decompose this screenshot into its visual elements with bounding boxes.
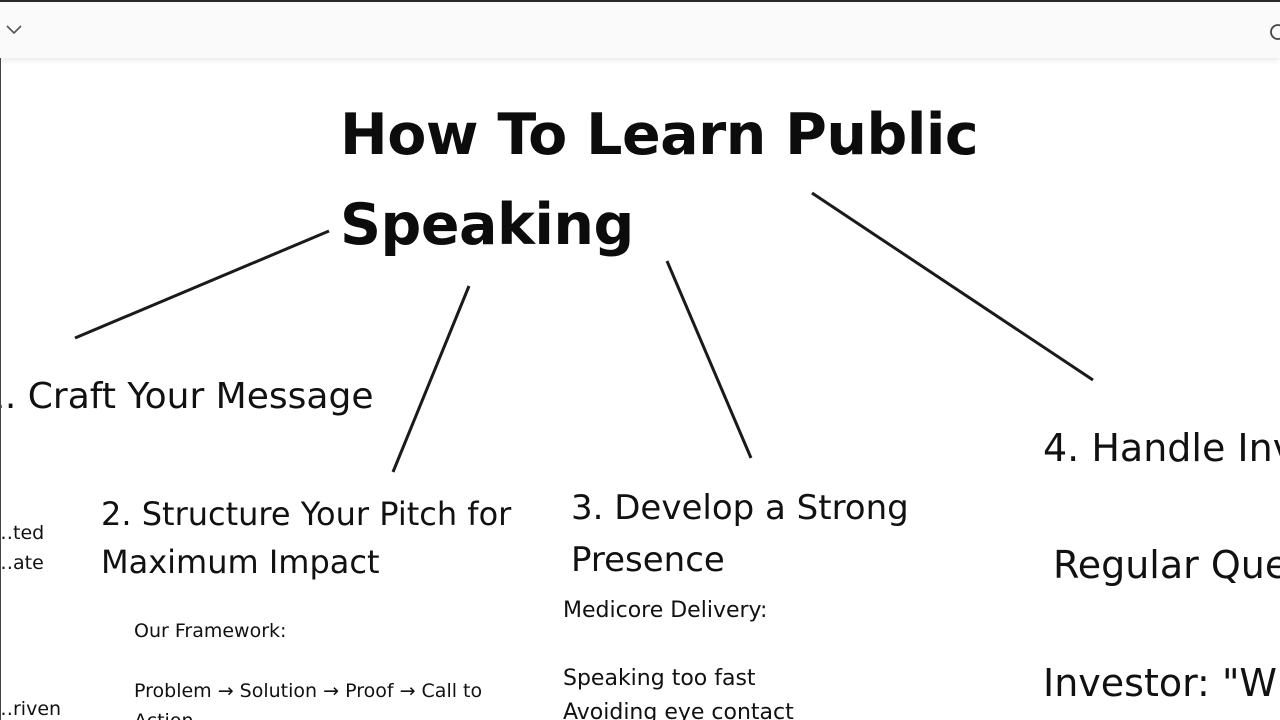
branch-1-notes-bottom: …riven [0,698,62,720]
branch-4-quote: Investor: "W [1043,661,1277,705]
branch-4-heading[interactable]: 4. Handle Investor Questions [1043,426,1280,470]
branch-1-notes-top: …ted …ate [0,522,45,574]
branch-3-heading[interactable]: 3. Develop a Strong Presence [571,488,909,580]
connector-line-4 [811,191,1094,382]
top-toolbar [0,0,1280,58]
central-topic-title[interactable]: How To Learn Public Speaking [340,102,979,258]
connector-line-2 [391,285,471,473]
mind-map-canvas[interactable]: How To Learn Public Speaking 1. Craft Yo… [0,58,1280,720]
connector-lines [74,191,1094,473]
branch-3-notes: Medicore Delivery: Speaking too fast Avo… [563,598,794,720]
connector-line-1 [74,229,330,340]
branch-2-notes: Our Framework: Problem → Solution → Proo… [134,620,483,720]
window-left-border [0,58,1,720]
connector-line-3 [665,260,753,459]
chevron-down-icon[interactable] [5,22,23,36]
branch-1-heading[interactable]: 1. Craft Your Message [0,376,374,417]
search-icon[interactable] [1268,22,1280,44]
branch-2-heading[interactable]: 2. Structure Your Pitch for Maximum Impa… [101,495,512,581]
branch-4-subheading: Regular Questions [1053,543,1280,587]
